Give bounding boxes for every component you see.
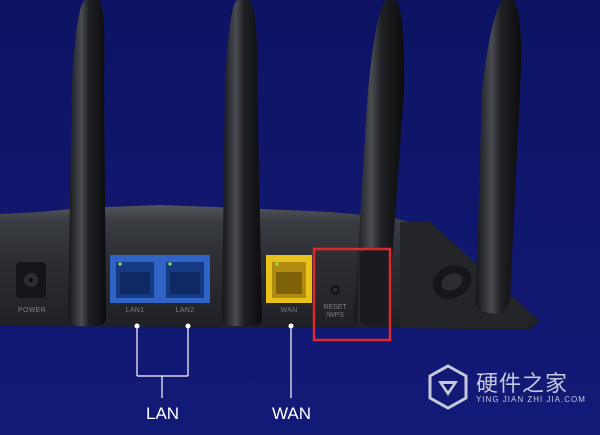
reset-label-line2: /WPS: [326, 312, 344, 319]
watermark: 硬件之家 YING JIAN ZHI JIA.COM: [426, 364, 596, 414]
watermark-title: 硬件之家: [476, 371, 569, 396]
power-port-label: POWER: [18, 307, 46, 314]
antenna-2: [222, 0, 262, 326]
reset-wps-label: RESET /WPS: [318, 304, 352, 320]
reset-label-line1: RESET: [323, 304, 347, 311]
callout-lines: [136, 326, 292, 398]
lan2-port-label: LAN2: [175, 307, 195, 314]
lan-ports: [110, 255, 210, 303]
antenna-4: [475, 0, 522, 314]
antenna-1: [68, 0, 106, 326]
lan-callout: LAN: [146, 404, 180, 423]
wan-port-shape: [266, 255, 312, 303]
watermark-subtitle: YING JIAN ZHI JIA.COM: [476, 395, 586, 404]
watermark-logo-icon: [428, 364, 468, 410]
antenna-3: [353, 0, 405, 326]
reset-highlight-box: [312, 247, 392, 342]
lan1-port-label: LAN1: [125, 307, 145, 314]
wan-port-label: WAN: [280, 307, 298, 314]
wan-callout: WAN: [272, 404, 312, 423]
